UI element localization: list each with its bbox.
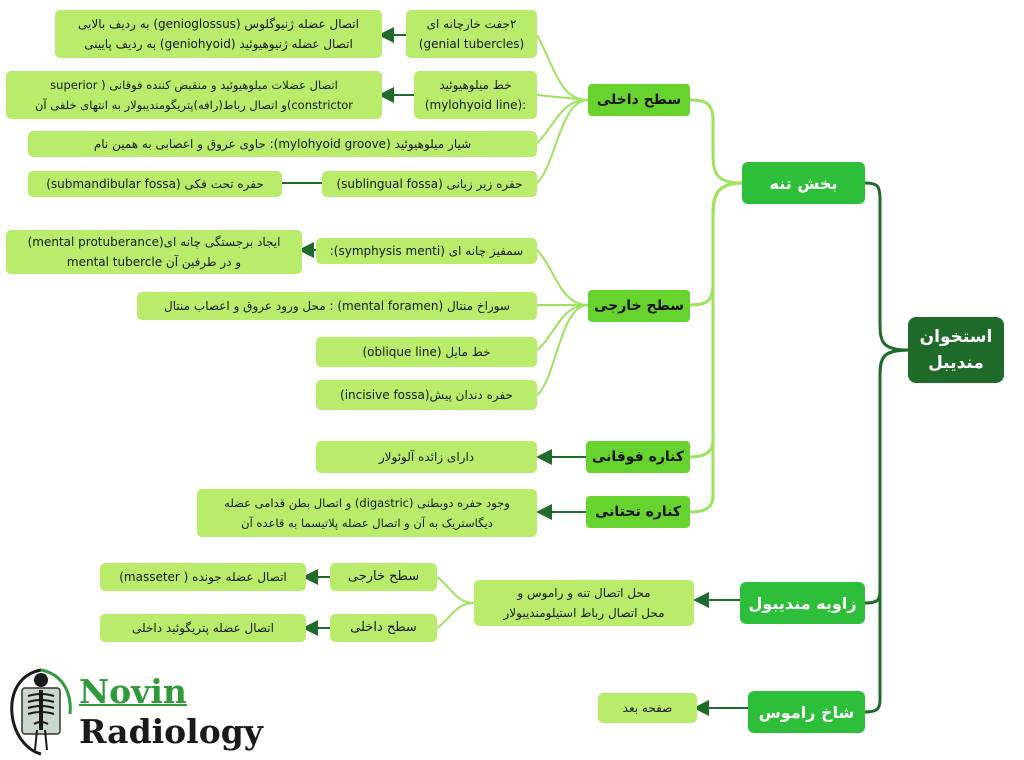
leaf-junction-line2: محل اتصال رباط استیلومندیبولار [503,606,665,620]
leaf-angle-outer-text: سطح خارجی [347,569,420,584]
leaf-alveolar-process: دارای زائده آلوئولار [316,441,537,473]
leaf-mylohyoid-groove-text: شیار میلوهیوئید (mylohyoid groove): حاوی… [93,137,472,151]
logo-word-novin: Novin [79,672,187,711]
leaf-mylohyoid-attach-line1: اتصال عضلات میلوهیوئید و منقبض کننده فوق… [50,78,338,92]
novin-radiology-logo: Novin Radiology [4,666,263,760]
leaf-genial-tubercles: ۲جفت خارچانه ای (genial tubercles) [406,10,537,58]
leaf-foramen-text: سوراخ منتال (mental foramen) : محل ورود … [164,299,510,313]
branch-body: بخش تنه [742,162,865,204]
leaf-mylohyoid-attachments: اتصال عضلات میلوهیوئید و منقبض کننده فوق… [6,71,382,119]
leaf-alveolar-text: دارای زائده آلوئولار [378,450,475,464]
leaf-mental-protuberance: ایجاد برجستگی چانه ای(mental protuberanc… [6,230,302,274]
root-label-line2: مندیبل [928,353,984,373]
leaf-genial-line1: ۲جفت خارچانه ای [426,17,517,31]
leaf-mental-foramen: سوراخ منتال (mental foramen) : محل ورود … [137,292,537,320]
leaf-angle-inner-text: سطح داخلی [350,620,417,635]
root-label-line1: استخوان [919,327,993,347]
section-outer-surface: سطح خارجی [588,290,690,322]
next-page-label: صفحه بعد [622,701,673,715]
leaf-oblique-line: خط مایل (oblique line) [316,337,537,367]
leaf-oblique-text: خط مایل (oblique line) [362,345,491,359]
leaf-protuberance-line1: ایجاد برجستگی چانه ای(mental protuberanc… [27,235,281,249]
leaf-protuberance-line2: و در طرفین آن mental tubercle [66,255,242,269]
leaf-masseter-text: اتصال عضله جونده ( masseter) [119,570,287,584]
leaf-symphysis-menti: سمفیز چانه ای (symphysis menti): [316,238,537,264]
section-lower-label: کناره تحتانی [594,504,682,520]
leaf-angle-outer-surface: سطح خارجی [330,563,437,591]
leaf-digastric-fossa: وجود حفره دوبطنی (digastric) و اتصال بطن… [197,489,537,537]
section-inner-label: سطح داخلی [596,92,682,108]
leaf-angle-inner-surface: سطح داخلی [330,614,437,642]
leaf-sublingual-text: حفره زیر زبانی (sublingual fossa) [336,177,523,191]
root-node-mandible: استخوان مندیبل [908,317,1004,383]
branch-ramus-label: شاخ راموس [758,702,855,722]
leaf-mylohyoid-groove: شیار میلوهیوئید (mylohyoid groove): حاوی… [28,131,537,157]
leaf-pterygoid-attachment: اتصال عضله پتریگوئید داخلی [100,614,306,642]
leaf-angle-junction: محل اتصال تنه و راموس و محل اتصال رباط ا… [474,580,694,626]
section-lower-edge: کناره تحتانی [586,496,690,528]
next-page-button[interactable]: صفحه بعد [598,693,697,723]
skeleton-icon [10,668,72,756]
leaf-junction-line1: محل اتصال تنه و راموس و [517,586,651,600]
leaf-mylohyoid-line: خط میلوهیوئید (mylohyoid line): [414,71,537,119]
leaf-submandibular-text: حفره تحت فکی (submandibular fossa) [46,177,264,191]
leaf-genial-line2: (genial tubercles) [418,37,525,51]
leaf-incisive-text: حفره دندان پیش(incisive fossa) [340,388,513,402]
branch-body-label: بخش تنه [769,173,838,193]
branch-angle-label: زاویه مندیبول [748,593,857,613]
section-outer-label: سطح خارجی [593,298,685,314]
leaf-incisive-fossa: حفره دندان پیش(incisive fossa) [316,380,537,410]
section-inner-surface: سطح داخلی [588,84,690,116]
leaf-genioglossus-line1: اتصال عضله ژنیوگلوس (genioglossus) به رد… [78,17,359,31]
leaf-masseter-attachment: اتصال عضله جونده ( masseter) [100,563,306,591]
leaf-submandibular-fossa: حفره تحت فکی (submandibular fossa) [28,171,282,197]
leaf-symphysis-text: سمفیز چانه ای (symphysis menti): [329,244,524,258]
branch-ramus: شاخ راموس [748,691,865,733]
leaf-mylohyoid-attach-line2: constrictor)و اتصال رباط(رافه)پتریگومندی… [34,98,354,112]
leaf-pterygoid-text: اتصال عضله پتریگوئید داخلی [132,621,274,635]
branch-mandibular-angle: زاویه مندیبول [740,582,865,624]
section-upper-label: کناره فوقانی [591,449,685,465]
leaf-mylohyoid-line2: (mylohyoid line): [424,98,527,112]
leaf-mylohyoid-line1: خط میلوهیوئید [439,78,512,92]
logo-word-radiology: Radiology [79,712,263,751]
leaf-sublingual-fossa: حفره زیر زبانی (sublingual fossa) [322,171,537,197]
section-upper-edge: کناره فوقانی [586,441,690,473]
leaf-genioglossus-attachment: اتصال عضله ژنیوگلوس (genioglossus) به رد… [55,10,382,58]
leaf-geniohyoid-line2: اتصال عضله ژنیوهیوئید (geniohyoid) به رد… [84,37,353,51]
leaf-digastric-line1: وجود حفره دوبطنی (digastric) و اتصال بطن… [224,496,510,510]
leaf-digastric-line2: دیگاستریک به آن و اتصال عضله پلاتیسما به… [241,516,493,530]
